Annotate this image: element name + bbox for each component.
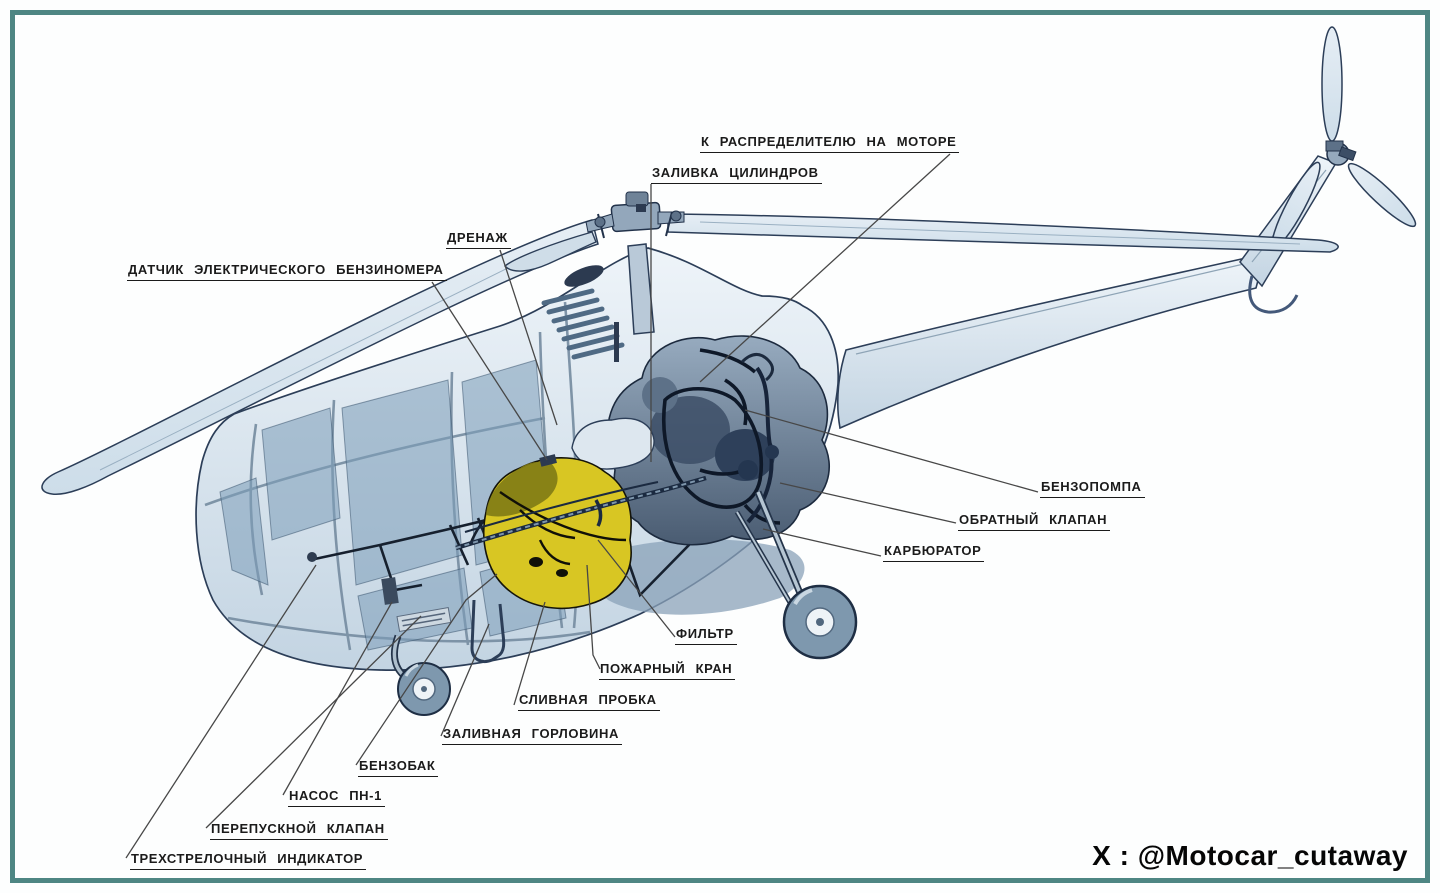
data-plate: [396, 607, 452, 632]
filter-part: [594, 499, 603, 527]
label-check-valve: ОБРАТНЫЙ КЛАПАН: [958, 513, 1111, 531]
label-carburetor: КАРБЮРАТОР: [883, 544, 985, 562]
label-to-distributor-on-engine: К РАСПРЕДЕЛИТЕЛЮ НА МОТОРЕ: [700, 135, 960, 153]
main-rotor-blade-stub: [503, 231, 597, 272]
fuel-lines: [455, 475, 707, 551]
label-bypass-valve: ПЕРЕПУСКНОЙ КЛАПАН: [210, 822, 388, 840]
landing-gear: [391, 490, 858, 716]
main-rotor-blade-left: [41, 219, 599, 495]
label-fuel-pump: БЕНЗОПОМПА: [1040, 480, 1145, 498]
priming-rod: [614, 322, 619, 362]
label-drain-plug: СЛИВНАЯ ПРОБКА: [518, 693, 660, 711]
filler-neck-part: [470, 599, 506, 663]
main-wheel: [734, 490, 858, 660]
fuel-tank-assembly: [455, 454, 707, 610]
label-filler-neck: ЗАЛИВНАЯ ГОРЛОВИНА: [442, 727, 622, 745]
watermark-credit: X : @Motocar_cutaway: [1092, 840, 1408, 871]
tail-boom: [836, 256, 1262, 430]
label-fuel-tank: БЕНЗОБАК: [358, 759, 439, 777]
nose-wheel: [391, 634, 451, 716]
three-pointer-indicator-part: [307, 552, 317, 562]
tail-bumper: [1248, 275, 1299, 314]
check-valve-part: [765, 445, 779, 459]
label-cylinder-priming: ЗАЛИВКА ЦИЛИНДРОВ: [651, 166, 822, 184]
label-filter: ФИЛЬТР: [675, 627, 737, 645]
drain-plug-part: [529, 557, 543, 567]
magneto-curl: [740, 353, 774, 382]
rotor-hub: [585, 191, 685, 239]
label-fire-cock: ПОЖАРНЫЙ КРАН: [599, 662, 736, 680]
tail-rotor: [1239, 26, 1417, 314]
label-pump-pn-1: НАСОС ПН-1: [288, 789, 385, 807]
pump-pn-1-part: [381, 577, 399, 605]
main-rotor: [41, 191, 1339, 495]
fuel-gauge-sensor-part: [539, 454, 557, 467]
fuel-pump-part: [738, 460, 758, 480]
label-drain-vent: ДРЕНАЖ: [446, 231, 511, 249]
leader-lines: [125, 153, 1039, 859]
label-electric-fuel-gauge-sensor: ДАТЧИК ЭЛЕКТРИЧЕСКОГО БЕНЗИНОМЕРА: [127, 263, 447, 281]
rotor-mast: [627, 243, 655, 335]
label-three-pointer-indicator: ТРЕХСТРЕЛОЧНЫЙ ИНДИКАТОР: [130, 852, 367, 870]
